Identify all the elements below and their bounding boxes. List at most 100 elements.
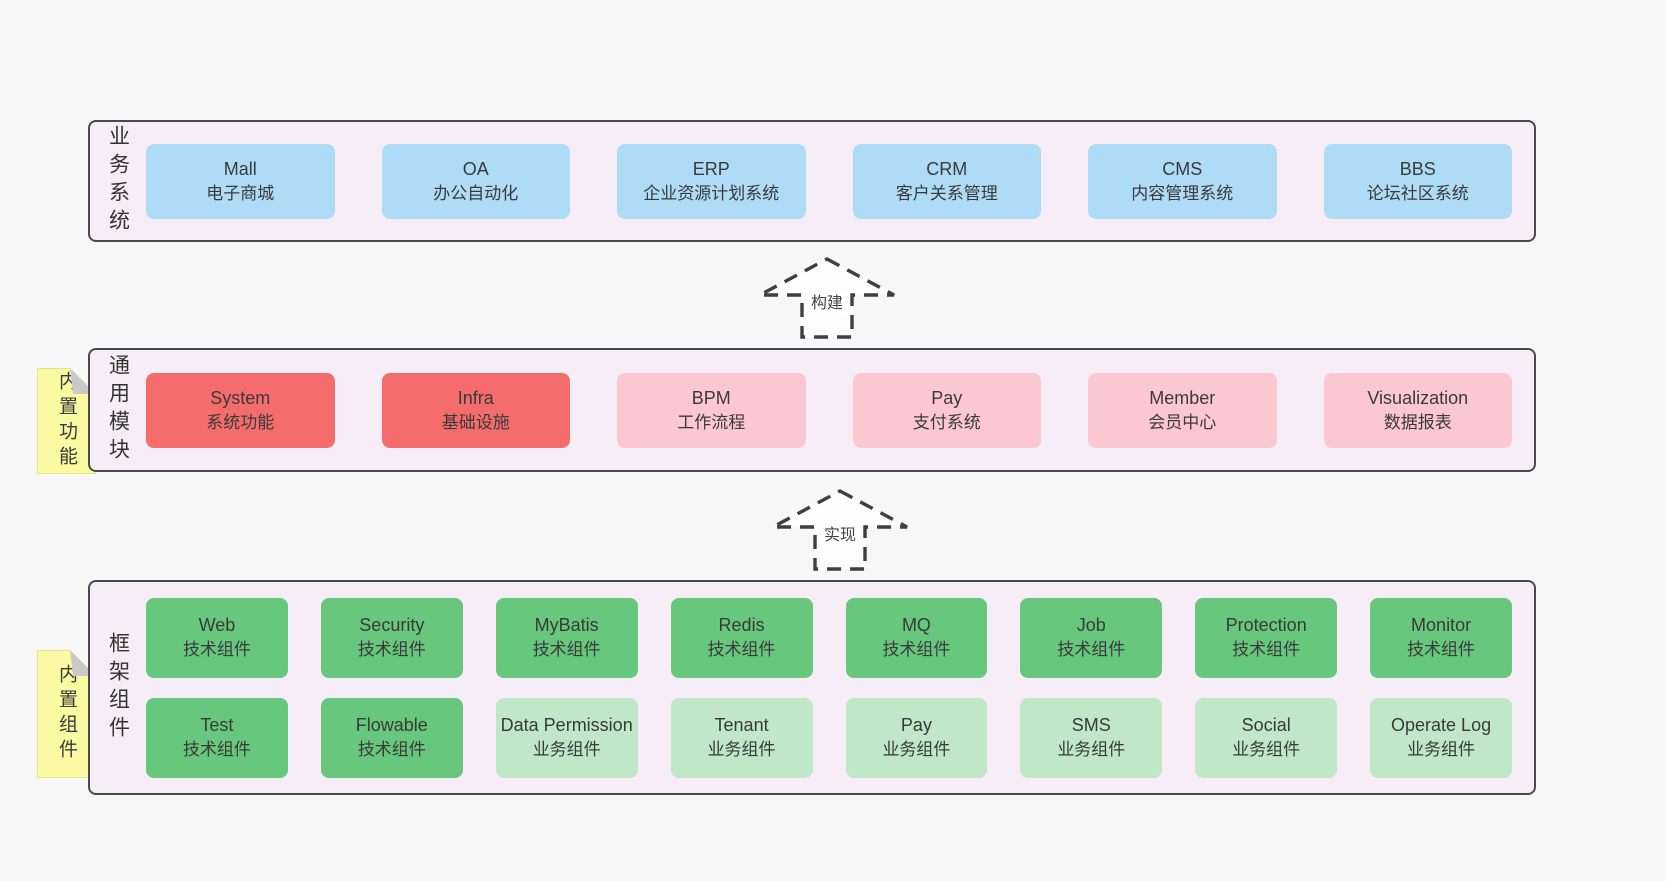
box-mybatis: MyBatis 技术组件 xyxy=(495,597,638,678)
box-name: BPM xyxy=(691,387,731,408)
box-name: MQ xyxy=(901,615,931,636)
box-subtitle: 业务组件 xyxy=(1407,740,1476,760)
box-name: Redis xyxy=(718,615,765,636)
box-name: Visualization xyxy=(1367,387,1469,408)
box-name: Tenant xyxy=(714,715,769,736)
layer-title: 框架组件 xyxy=(106,631,130,744)
box-row-technical: Web 技术组件 Security 技术组件 MyBatis 技术组件 Redi… xyxy=(146,597,1512,678)
box-name: Security xyxy=(359,615,425,636)
layer-label-column: 业务系统 xyxy=(90,122,146,240)
box-name: Infra xyxy=(457,387,494,408)
box-monitor: Monitor 技术组件 xyxy=(1370,597,1512,678)
box-subtitle: 技术组件 xyxy=(1407,640,1476,660)
box-name: Pay xyxy=(900,715,932,736)
box-subtitle: 会员中心 xyxy=(1148,412,1217,432)
sticky-note-label: 内置功能 xyxy=(56,371,77,471)
box-data-permission: Data Permission 业务组件 xyxy=(495,697,638,778)
layer-box-area: System 系统功能 Infra 基础设施 BPM 工作流程 Pay 支付系统… xyxy=(146,350,1534,470)
box-subtitle: 技术组件 xyxy=(1057,640,1126,660)
layer-framework-components: 框架组件 Web 技术组件 Security 技术组件 MyBatis 技术组件… xyxy=(88,580,1536,795)
box-subtitle: 技术组件 xyxy=(357,640,426,660)
box-name: Flowable xyxy=(355,715,428,736)
box-subtitle: 业务组件 xyxy=(707,740,776,760)
box-row: Mall 电子商城 OA 办公自动化 ERP 企业资源计划系统 CRM 客户关系… xyxy=(146,143,1512,219)
box-flowable: Flowable 技术组件 xyxy=(320,697,463,778)
box-redis: Redis 技术组件 xyxy=(670,597,813,678)
box-name: ERP xyxy=(692,158,730,179)
box-subtitle: 企业资源计划系统 xyxy=(643,183,780,203)
box-name: Protection xyxy=(1225,615,1307,636)
box-subtitle: 技术组件 xyxy=(532,640,601,660)
arrow-label: 实现 xyxy=(820,526,860,547)
box-subtitle: 系统功能 xyxy=(206,412,275,432)
box-subtitle: 业务组件 xyxy=(532,740,601,760)
layer-title: 通用模块 xyxy=(106,354,130,466)
box-oa: OA 办公自动化 xyxy=(381,143,570,219)
box-job: Job 技术组件 xyxy=(1020,597,1163,678)
box-mall: Mall 电子商城 xyxy=(146,143,335,219)
box-name: Member xyxy=(1149,387,1216,408)
box-name: Operate Log xyxy=(1391,715,1492,736)
box-visualization: Visualization 数据报表 xyxy=(1323,372,1512,448)
box-member: Member 会员中心 xyxy=(1088,372,1277,448)
sticky-note-label: 内置组件 xyxy=(56,664,77,764)
box-subtitle: 基础设施 xyxy=(441,412,510,432)
box-subtitle: 论坛社区系统 xyxy=(1366,183,1469,203)
box-cms: CMS 内容管理系统 xyxy=(1088,143,1277,219)
layer-box-area: Web 技术组件 Security 技术组件 MyBatis 技术组件 Redi… xyxy=(146,582,1534,793)
box-subtitle: 支付系统 xyxy=(912,412,981,432)
box-name: System xyxy=(210,387,271,408)
box-social: Social 业务组件 xyxy=(1195,697,1338,778)
box-name: Job xyxy=(1076,615,1106,636)
box-name: MyBatis xyxy=(534,615,599,636)
box-security: Security 技术组件 xyxy=(320,597,463,678)
box-subtitle: 技术组件 xyxy=(182,640,251,660)
layer-title: 业务系统 xyxy=(106,125,130,237)
box-bpm: BPM 工作流程 xyxy=(617,372,806,448)
box-subtitle: 技术组件 xyxy=(1232,640,1301,660)
box-subtitle: 电子商城 xyxy=(206,183,275,203)
box-sms: SMS 业务组件 xyxy=(1020,697,1163,778)
box-row-business: Test 技术组件 Flowable 技术组件 Data Permission … xyxy=(146,697,1512,778)
box-name: OA xyxy=(462,158,489,179)
box-subtitle: 工作流程 xyxy=(677,412,746,432)
box-bbs: BBS 论坛社区系统 xyxy=(1323,143,1512,219)
box-name: Pay xyxy=(931,387,963,408)
box-web: Web 技术组件 xyxy=(146,597,288,678)
layer-box-area: Mall 电子商城 OA 办公自动化 ERP 企业资源计划系统 CRM 客户关系… xyxy=(146,122,1534,240)
box-name: CMS xyxy=(1162,158,1203,179)
arrow-implement: 实现 xyxy=(768,488,912,572)
box-pay-component: Pay 业务组件 xyxy=(845,697,988,778)
box-subtitle: 内容管理系统 xyxy=(1131,183,1234,203)
box-subtitle: 客户关系管理 xyxy=(895,183,998,203)
box-subtitle: 业务组件 xyxy=(882,740,951,760)
box-name: SMS xyxy=(1071,715,1111,736)
box-operate-log: Operate Log 业务组件 xyxy=(1370,697,1512,778)
box-name: Mall xyxy=(223,158,257,179)
box-name: Web xyxy=(198,615,236,636)
layer-label-column: 框架组件 xyxy=(90,582,146,793)
box-test: Test 技术组件 xyxy=(146,697,288,778)
box-subtitle: 数据报表 xyxy=(1383,412,1452,432)
box-name: CRM xyxy=(926,158,968,179)
box-row: System 系统功能 Infra 基础设施 BPM 工作流程 Pay 支付系统… xyxy=(146,372,1512,448)
box-name: Social xyxy=(1241,715,1291,736)
box-system: System 系统功能 xyxy=(146,372,335,448)
box-name: BBS xyxy=(1399,158,1436,179)
box-pay-module: Pay 支付系统 xyxy=(852,372,1041,448)
box-crm: CRM 客户关系管理 xyxy=(852,143,1041,219)
box-name: Monitor xyxy=(1411,615,1472,636)
box-tenant: Tenant 业务组件 xyxy=(670,697,813,778)
box-name: Data Permission xyxy=(500,715,633,736)
box-protection: Protection 技术组件 xyxy=(1195,597,1338,678)
box-erp: ERP 企业资源计划系统 xyxy=(617,143,806,219)
box-mq: MQ 技术组件 xyxy=(845,597,988,678)
arrow-build: 构建 xyxy=(755,256,899,340)
box-subtitle: 技术组件 xyxy=(882,640,951,660)
layer-common-modules: 通用模块 System 系统功能 Infra 基础设施 BPM 工作流程 Pay… xyxy=(88,348,1536,472)
box-subtitle: 技术组件 xyxy=(357,740,426,760)
box-infra: Infra 基础设施 xyxy=(381,372,570,448)
sticky-note-builtin-features: 内置功能 xyxy=(37,368,96,474)
arrow-label: 构建 xyxy=(807,294,847,315)
